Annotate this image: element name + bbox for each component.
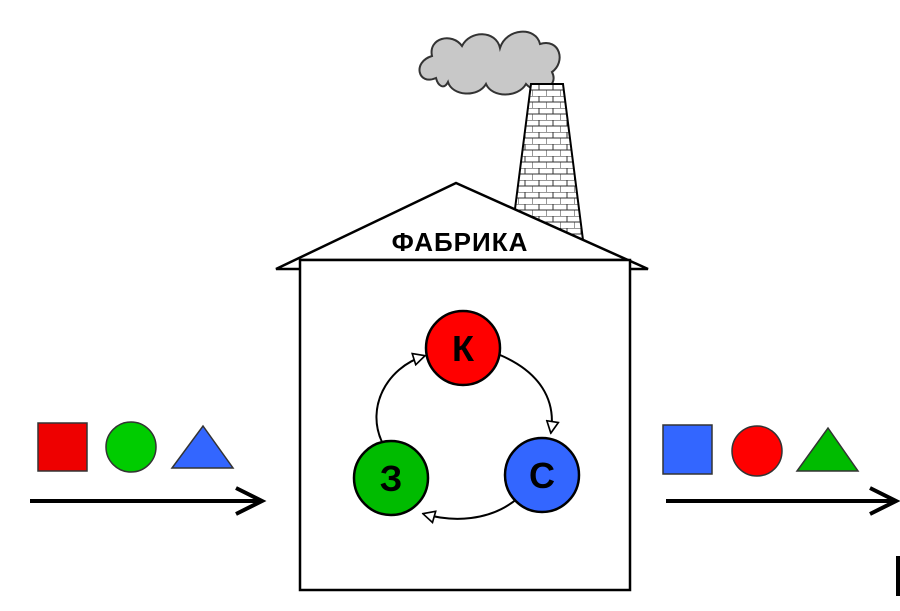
output-shapes [662, 424, 860, 477]
input-arrow [30, 486, 267, 516]
arrow-z-to-k [375, 356, 424, 443]
node-c: С [503, 436, 581, 514]
cycle-arrows [375, 354, 552, 519]
input-circle [105, 421, 157, 473]
edge-mark [896, 556, 900, 596]
arrow-k-to-c [499, 354, 552, 432]
node-k: К [424, 309, 502, 387]
output-circle [731, 425, 783, 477]
node-c-label: С [529, 455, 555, 496]
output-triangle [795, 426, 860, 472]
factory-building [298, 258, 632, 592]
output-square [662, 424, 713, 475]
factory-label: ФАБРИКА [392, 227, 529, 257]
node-z-label: З [380, 458, 403, 499]
smoke-cloud [418, 30, 561, 96]
node-k-label: К [452, 328, 475, 369]
input-square [37, 422, 88, 472]
input-shapes [37, 421, 235, 473]
input-triangle [170, 424, 235, 469]
node-z: З [352, 439, 430, 517]
output-arrow [666, 486, 900, 516]
arrow-c-to-z [424, 497, 519, 519]
